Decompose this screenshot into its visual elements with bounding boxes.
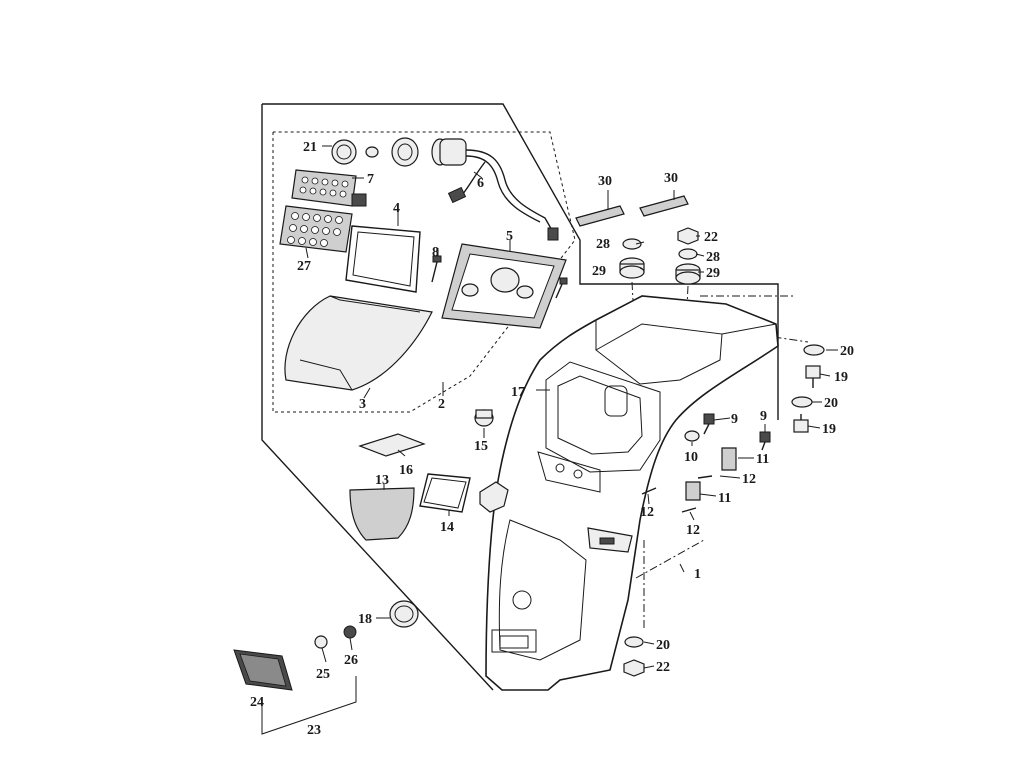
- part-16-plate: [358, 433, 426, 457]
- label-12-bottom: 12: [686, 523, 700, 538]
- label-15: 15: [474, 439, 488, 454]
- part-30-strip-right: [639, 195, 689, 217]
- label-26: 26: [344, 653, 358, 668]
- label-12-left: 12: [640, 505, 654, 520]
- part-10-washer: [684, 430, 700, 442]
- part-18-cap: [389, 600, 419, 628]
- label-21: 21: [303, 140, 317, 155]
- part-25-nut: [314, 635, 328, 649]
- label-29-right: 29: [706, 266, 720, 281]
- label-20-top: 20: [840, 344, 854, 359]
- label-19-mid: 19: [822, 422, 836, 437]
- label-19-top: 19: [834, 370, 848, 385]
- part-24-reflector: [233, 649, 293, 691]
- label-11-bottom: 11: [718, 491, 731, 506]
- part-22-28-29-right: [675, 227, 701, 285]
- label-1: 1: [694, 567, 701, 582]
- label-28-left: 28: [596, 237, 610, 252]
- label-12-top: 12: [742, 472, 756, 487]
- part-13-lens: [349, 487, 415, 541]
- label-4: 4: [393, 201, 400, 216]
- label-9-left: 9: [731, 412, 738, 427]
- label-14: 14: [440, 520, 454, 535]
- label-22-top: 22: [704, 230, 718, 245]
- label-22-bottom: 22: [656, 660, 670, 675]
- bulb-socket: [365, 137, 467, 167]
- label-7: 7: [367, 172, 374, 187]
- label-8: 8: [432, 245, 439, 260]
- label-24: 24: [250, 695, 264, 710]
- part-9-bolts: [703, 413, 771, 451]
- part-15-bulb: [474, 409, 494, 427]
- label-13: 13: [375, 473, 389, 488]
- part-14-gasket: [419, 473, 471, 513]
- label-9-right: 9: [760, 409, 767, 424]
- label-18: 18: [358, 612, 372, 627]
- label-20-bottom: 20: [656, 638, 670, 653]
- part-27-led-board: [279, 205, 353, 253]
- part-20-22-bottom: [623, 636, 645, 677]
- label-25: 25: [316, 667, 330, 682]
- label-27: 27: [297, 259, 311, 274]
- part-3-lens: [284, 295, 433, 391]
- part-19-bolt-mid: [793, 414, 809, 433]
- part-6-wire-harness: [447, 149, 559, 241]
- part-4-gasket: [345, 225, 421, 293]
- part-21-ring: [331, 139, 357, 165]
- part-1-rear-fender: [479, 295, 779, 691]
- part-8-screw: [431, 255, 442, 283]
- part-20-washer-mid: [791, 396, 813, 408]
- label-6: 6: [477, 176, 484, 191]
- label-3: 3: [359, 397, 366, 412]
- part-20-washer-top: [803, 344, 825, 356]
- label-5: 5: [506, 229, 513, 244]
- part-26-bolt: [343, 625, 357, 639]
- label-11-top: 11: [756, 452, 769, 467]
- label-30-right: 30: [664, 171, 678, 186]
- label-16: 16: [399, 463, 413, 478]
- label-23: 23: [307, 723, 321, 738]
- part-7-led-board: [291, 169, 367, 207]
- label-30-left: 30: [598, 174, 612, 189]
- label-20-mid: 20: [824, 396, 838, 411]
- taillight-subassembly-boundary: [272, 131, 576, 413]
- label-2: 2: [438, 397, 445, 412]
- leader-lines: [261, 145, 838, 735]
- part-11-clips: [685, 447, 737, 501]
- label-17: 17: [511, 385, 525, 400]
- label-29-left: 29: [592, 264, 606, 279]
- part-12-screws: [641, 475, 713, 513]
- label-10: 10: [684, 450, 698, 465]
- part-19-bolt-top: [805, 365, 821, 388]
- part-28-29-left: [619, 238, 645, 279]
- label-28-right: 28: [706, 250, 720, 265]
- part-5-housing: [441, 243, 568, 329]
- part-30-strip-left: [575, 205, 625, 227]
